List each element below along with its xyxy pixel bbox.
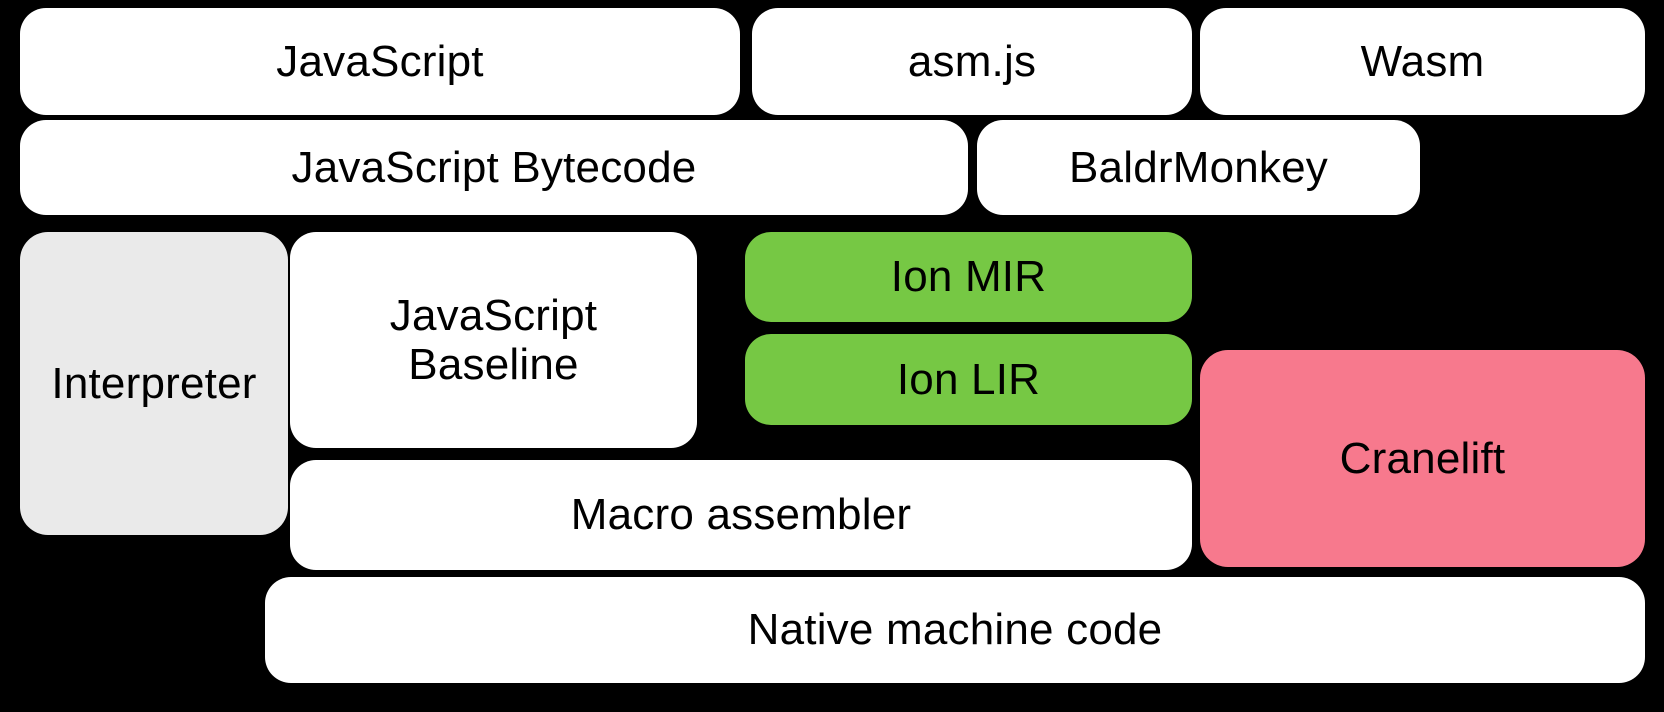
node-macro-assembler: Macro assembler: [290, 460, 1192, 570]
node-ion-lir: Ion LIR: [745, 334, 1192, 425]
node-ion-mir: Ion MIR: [745, 232, 1192, 322]
node-baldrmonkey: BaldrMonkey: [977, 120, 1420, 215]
node-javascript: JavaScript: [20, 8, 740, 115]
node-native-machine-code: Native machine code: [265, 577, 1645, 683]
node-asmjs: asm.js: [752, 8, 1192, 115]
node-interpreter: Interpreter: [20, 232, 288, 535]
node-javascript-bytecode: JavaScript Bytecode: [20, 120, 968, 215]
node-wasm: Wasm: [1200, 8, 1645, 115]
node-cranelift: Cranelift: [1200, 350, 1645, 567]
node-javascript-baseline: JavaScript Baseline: [290, 232, 697, 448]
